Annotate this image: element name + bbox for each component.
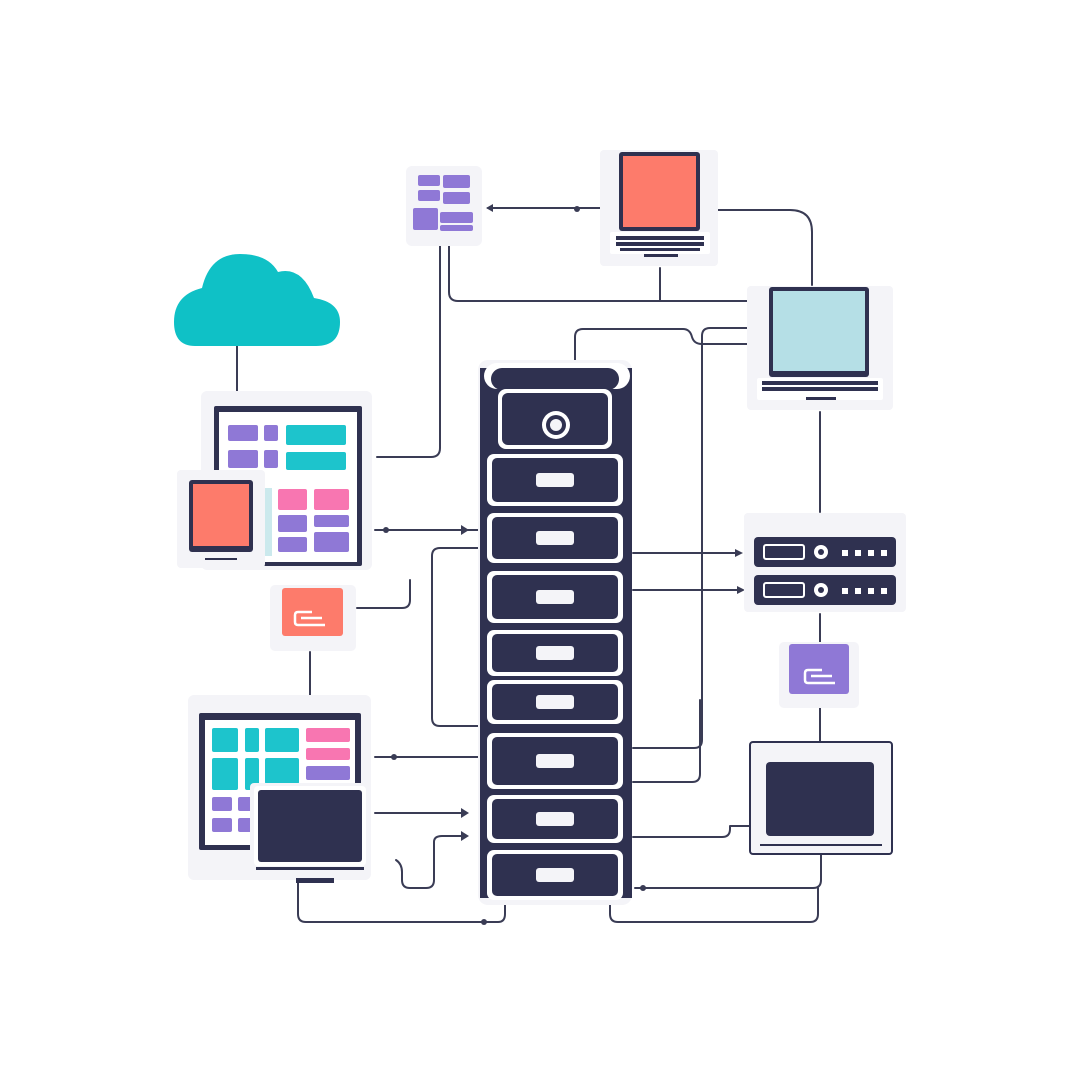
network-switch-icon bbox=[744, 513, 906, 612]
connector-dot bbox=[481, 919, 487, 925]
connector-dot bbox=[383, 527, 389, 533]
server-drawer-handle bbox=[536, 646, 574, 660]
server-drawer-handle bbox=[536, 531, 574, 545]
purple-card-icon bbox=[779, 642, 859, 708]
tablet-coral-icon bbox=[177, 470, 265, 568]
connector-line bbox=[297, 879, 506, 923]
connector-line bbox=[448, 244, 769, 302]
arrowhead bbox=[461, 831, 469, 841]
server-rack-icon bbox=[478, 360, 632, 905]
connector-line bbox=[709, 209, 813, 286]
connector-dot bbox=[391, 754, 397, 760]
server-drawer-handle bbox=[536, 590, 574, 604]
connector-line bbox=[431, 547, 479, 727]
connector-line bbox=[632, 699, 701, 783]
connector-line bbox=[609, 887, 819, 923]
connector-lines bbox=[236, 207, 822, 923]
arrowhead bbox=[737, 586, 745, 594]
connector-dot bbox=[640, 885, 646, 891]
dashboard-bottom-icon bbox=[188, 695, 371, 883]
monitor-icon bbox=[749, 741, 893, 855]
arrowhead bbox=[461, 808, 469, 818]
server-drawer-handle bbox=[536, 754, 574, 768]
connector-line bbox=[632, 327, 769, 749]
connector-line bbox=[574, 328, 769, 361]
laptop-lightblue-icon bbox=[747, 286, 893, 410]
arrowhead bbox=[486, 204, 493, 212]
connector-arrows bbox=[383, 204, 745, 925]
cloud-icon bbox=[174, 254, 340, 346]
purple-grid-card-icon bbox=[406, 166, 482, 246]
laptop-coral-icon bbox=[600, 150, 718, 266]
connector-dot bbox=[574, 206, 580, 212]
server-drawer-handle bbox=[536, 695, 574, 709]
connector-line bbox=[634, 854, 822, 889]
connector-line bbox=[395, 835, 467, 889]
server-drawer-handle bbox=[536, 473, 574, 487]
connector-line bbox=[376, 245, 441, 458]
arrowhead bbox=[461, 525, 469, 535]
coral-card-icon bbox=[270, 585, 356, 651]
server-drawers bbox=[487, 454, 623, 900]
arrowhead bbox=[735, 549, 743, 557]
server-drawer-handle bbox=[536, 868, 574, 882]
server-drawer-handle bbox=[536, 812, 574, 826]
connector-line bbox=[356, 579, 411, 609]
connector-line bbox=[632, 825, 753, 838]
